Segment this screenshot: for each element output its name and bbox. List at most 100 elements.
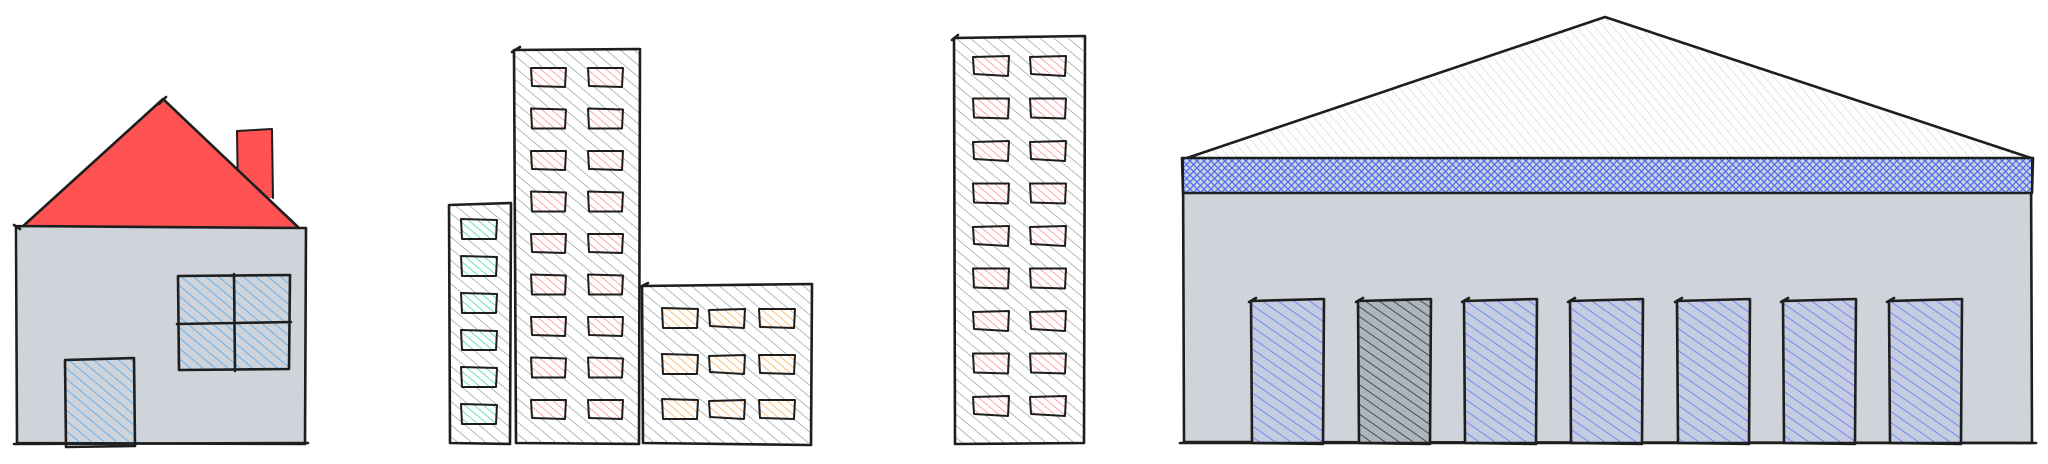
block-left bbox=[450, 205, 510, 443]
window-tall-6-a-frame bbox=[530, 316, 567, 337]
window-tower-0-a-fill bbox=[974, 56, 1008, 75]
window-tall-2-b-fill bbox=[589, 151, 622, 169]
window-green-1-fill bbox=[462, 257, 496, 275]
tower-windows bbox=[972, 55, 1067, 417]
window-green-2-fill bbox=[462, 294, 496, 312]
house-roof bbox=[22, 100, 298, 227]
window-tower-5-b-frame bbox=[1029, 267, 1067, 290]
house-door bbox=[63, 356, 137, 449]
window-low-0-1-fill bbox=[710, 309, 744, 327]
window-low-0-2-fill bbox=[760, 309, 794, 327]
warehouse-band bbox=[1180, 156, 2035, 195]
window-tower-2-b-fill bbox=[1031, 141, 1065, 160]
window-green-2-frame bbox=[460, 292, 498, 314]
window-green-0-frame bbox=[460, 218, 498, 240]
window-tall-2-b-frame bbox=[587, 150, 624, 171]
window-tall-5-a-fill bbox=[532, 275, 565, 294]
window-green-0-fill bbox=[462, 220, 496, 238]
warehouse bbox=[1178, 15, 2038, 446]
window-tower-3-b-fill bbox=[1031, 183, 1065, 203]
window-tower-2-b-frame bbox=[1029, 140, 1067, 162]
window-tall-1-b-fill bbox=[589, 109, 622, 128]
warehouse-door-4-fill bbox=[1678, 300, 1749, 443]
window-tall-4-a-fill bbox=[532, 234, 565, 252]
window-tower-7-a-fill bbox=[974, 353, 1008, 373]
window-low-2-2-frame bbox=[758, 399, 796, 420]
window-tower-4-b-fill bbox=[1031, 226, 1065, 245]
window-low-1-0-frame bbox=[661, 353, 699, 375]
window-tower-0-b-fill bbox=[1031, 56, 1065, 75]
window-green-3-fill bbox=[462, 331, 496, 349]
window-tall-1-b-frame bbox=[587, 107, 624, 130]
window-green-1-frame bbox=[460, 255, 498, 277]
window-low-2-2-fill bbox=[760, 400, 794, 418]
window-tall-5-b-frame bbox=[587, 273, 624, 296]
window-tall-0-b-fill bbox=[589, 68, 622, 86]
house bbox=[12, 95, 310, 449]
window-tower-4-a-frame bbox=[972, 225, 1010, 247]
window-low-2-1-frame bbox=[708, 399, 746, 420]
window-green-5-fill bbox=[462, 405, 496, 423]
window-tall-7-a-fill bbox=[532, 358, 565, 377]
window-tower-0-b-frame bbox=[1029, 55, 1067, 77]
window-tall-3-a-frame bbox=[530, 190, 567, 213]
window-green-5-frame bbox=[460, 403, 498, 425]
window-tower-6-a-frame bbox=[972, 310, 1010, 332]
window-tall-6-b-fill bbox=[589, 317, 622, 335]
warehouse-door-6-fill bbox=[1890, 300, 1961, 443]
window-tower-7-a-frame bbox=[972, 352, 1010, 375]
warehouse-door-0-fill bbox=[1252, 300, 1323, 443]
warehouse-roof bbox=[1185, 18, 2030, 158]
window-tower-8-b-fill bbox=[1031, 396, 1065, 415]
window-tower-8-a-frame bbox=[972, 395, 1010, 417]
window-tall-2-a-frame bbox=[530, 150, 567, 171]
window-tall-2-a-fill bbox=[532, 151, 565, 169]
window-green-3-frame bbox=[460, 329, 498, 351]
window-tall-8-a-fill bbox=[532, 400, 565, 418]
window-low-1-0-fill bbox=[663, 355, 697, 373]
window-low-0-0-fill bbox=[663, 309, 697, 327]
window-low-1-2-frame bbox=[758, 354, 796, 375]
warehouse-door-3-fill bbox=[1571, 300, 1642, 443]
window-tall-0-a-frame bbox=[530, 67, 567, 88]
window-tower-2-a-fill bbox=[974, 141, 1008, 160]
warehouse-doors bbox=[1247, 296, 1964, 446]
window-tower-1-b-fill bbox=[1031, 98, 1065, 118]
warehouse-door-5-fill bbox=[1784, 300, 1855, 443]
window-tower-5-b-fill bbox=[1031, 268, 1065, 288]
window-tall-7-a-frame bbox=[530, 356, 567, 379]
window-low-0-0-frame bbox=[661, 307, 699, 329]
window-tower-1-b-frame bbox=[1029, 97, 1067, 120]
window-tall-3-b-fill bbox=[589, 192, 622, 211]
window-green-4-fill bbox=[462, 368, 496, 386]
window-low-1-2-fill bbox=[760, 355, 794, 373]
window-tall-4-b-frame bbox=[587, 233, 624, 254]
window-tower-4-a-fill bbox=[974, 226, 1008, 245]
house-window bbox=[175, 272, 293, 373]
window-tall-3-a-fill bbox=[532, 192, 565, 211]
window-tower-5-a-frame bbox=[972, 267, 1010, 290]
window-tower-3-a-frame bbox=[972, 182, 1010, 205]
warehouse-door-1-fill bbox=[1359, 300, 1430, 443]
window-tall-6-b-frame bbox=[587, 316, 624, 337]
window-tall-8-b-frame bbox=[587, 399, 624, 420]
window-tower-0-a-frame bbox=[972, 55, 1010, 77]
window-tall-1-a-fill bbox=[532, 109, 565, 128]
block-low-windows bbox=[661, 307, 796, 420]
window-tower-6-b-fill bbox=[1031, 311, 1065, 330]
window-tall-4-a-frame bbox=[530, 233, 567, 254]
warehouse-door-2-fill bbox=[1465, 300, 1536, 443]
window-low-2-1-fill bbox=[710, 400, 744, 418]
apartment-blocks bbox=[447, 45, 814, 447]
window-tall-1-a-frame bbox=[530, 107, 567, 130]
window-tower-6-a-fill bbox=[974, 311, 1008, 330]
window-low-1-1-fill bbox=[710, 355, 744, 373]
tower bbox=[950, 33, 1087, 446]
window-tower-3-a-fill bbox=[974, 183, 1008, 203]
window-tower-1-a-frame bbox=[972, 97, 1010, 120]
window-tower-1-a-fill bbox=[974, 98, 1008, 118]
window-tall-8-a-frame bbox=[530, 399, 567, 420]
window-low-1-1-frame bbox=[708, 354, 746, 375]
